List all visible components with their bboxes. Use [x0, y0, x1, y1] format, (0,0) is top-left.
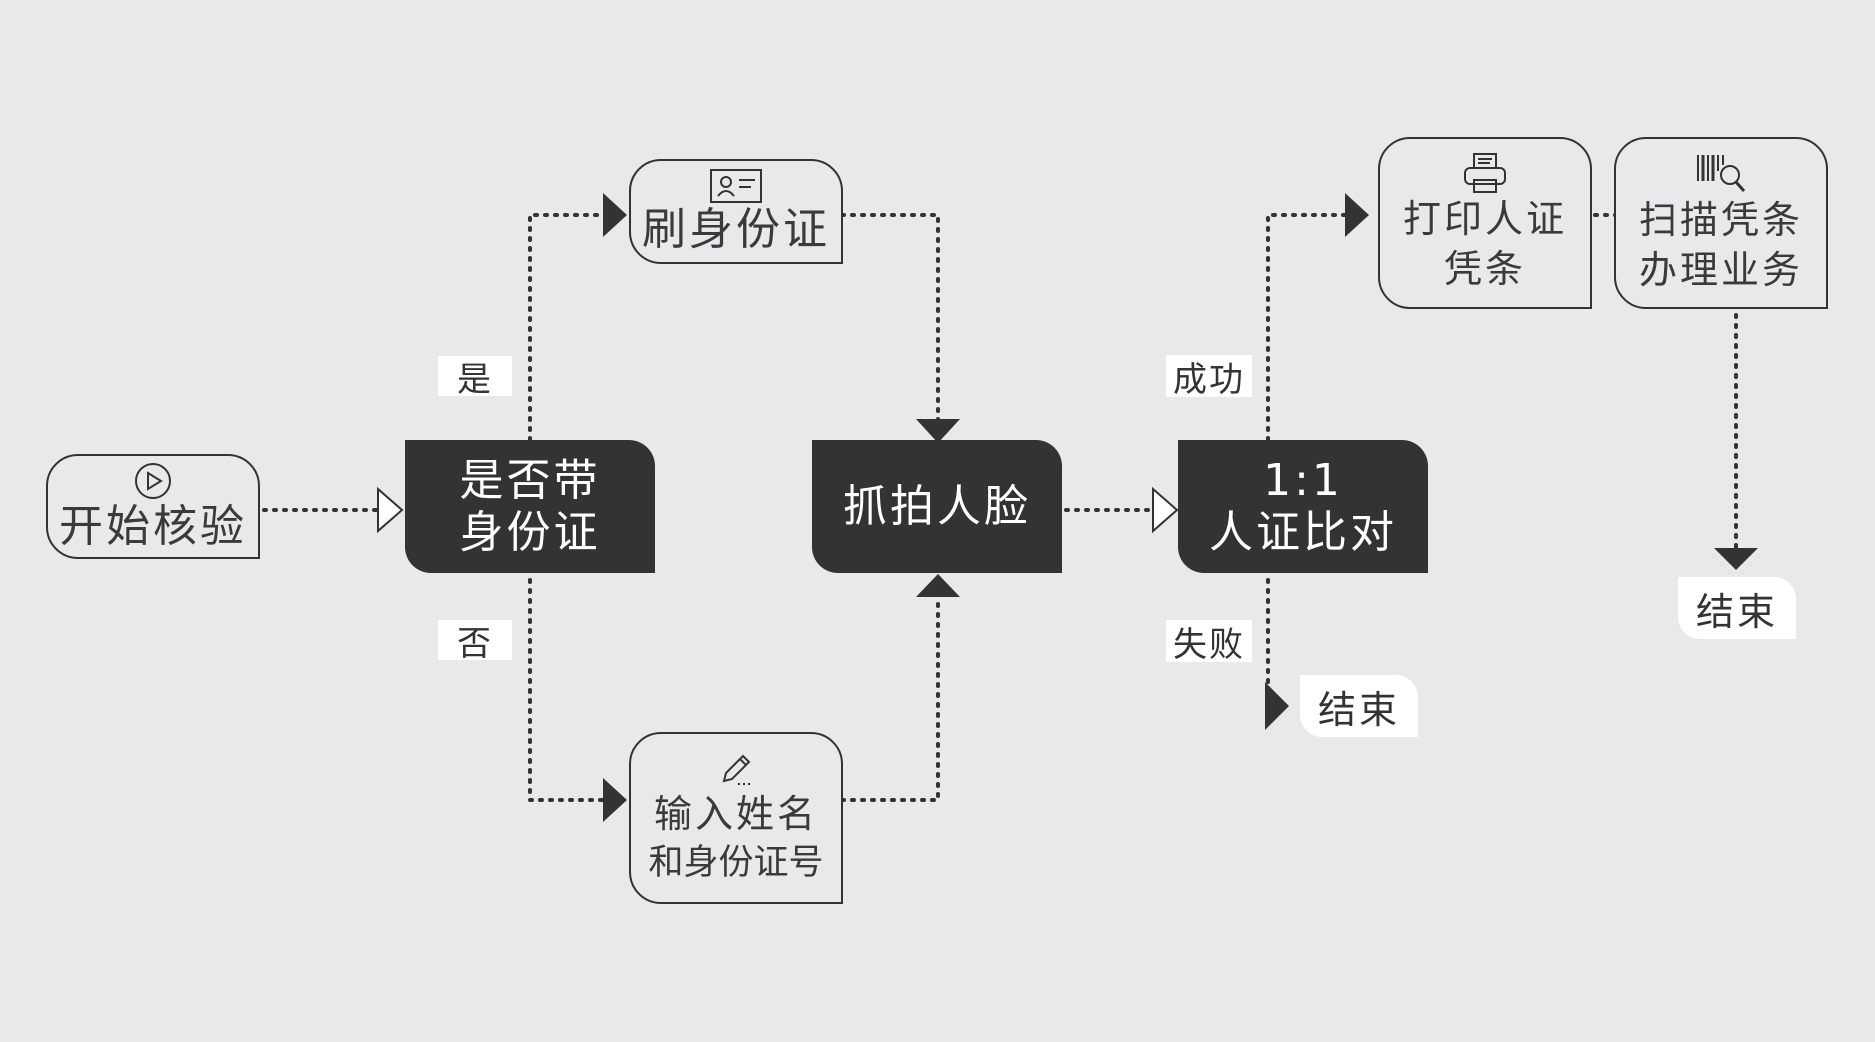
- pencil-icon: [722, 754, 751, 785]
- print-line1: 打印人证: [1402, 197, 1567, 241]
- play-icon: [135, 462, 171, 499]
- compare-line1: 1:1: [1263, 454, 1343, 506]
- end-final-node[interactable]: 结束: [1678, 577, 1796, 639]
- arrowhead-up: [916, 574, 960, 597]
- print-line2: 凭条: [1443, 247, 1526, 291]
- swipe-id-node[interactable]: 刷身份证: [629, 159, 843, 264]
- branch-label-yes: 是: [438, 356, 512, 400]
- connector-swipe-to-capture: [840, 213, 940, 422]
- arrowhead-down: [916, 419, 960, 443]
- scan-node[interactable]: 扫描凭条 办理业务: [1614, 137, 1828, 309]
- connector-compare-to-print: [1266, 213, 1350, 442]
- capture-face-node[interactable]: 抓拍人脸: [812, 440, 1062, 573]
- end-fail-node[interactable]: 结束: [1300, 675, 1418, 737]
- swipe-id-label: 刷身份证: [642, 203, 830, 255]
- arrowhead-right: [603, 778, 627, 822]
- manual-input-line2: 和身份证号: [648, 843, 824, 883]
- decision-line2: 身份证: [459, 506, 601, 558]
- manual-input-node[interactable]: 输入姓名 和身份证号: [629, 732, 843, 904]
- branch-label-success: 成功: [1166, 355, 1252, 400]
- start-node[interactable]: 开始核验: [46, 454, 260, 559]
- scan-line1: 扫描凭条: [1638, 198, 1803, 242]
- arrowhead-right: [603, 193, 627, 237]
- branch-label-no: 否: [438, 620, 512, 664]
- scan-line2: 办理业务: [1638, 248, 1803, 292]
- connector-decision-to-swipe: [528, 213, 606, 442]
- branch-label-fail: 失败: [1166, 620, 1252, 665]
- arrowhead-right: [1265, 682, 1289, 730]
- compare-line2: 人证比对: [1209, 506, 1397, 558]
- id-card-icon: [710, 168, 762, 203]
- print-node[interactable]: 打印人证 凭条: [1378, 137, 1592, 309]
- barcode-scan-icon: [1697, 155, 1746, 192]
- connector-input-to-capture: [840, 595, 940, 802]
- arrowhead-down: [1714, 548, 1758, 570]
- compare-node[interactable]: 1:1 人证比对: [1178, 440, 1428, 573]
- manual-input-line1: 输入姓名: [653, 792, 818, 836]
- connector-decision-to-input: [528, 578, 606, 802]
- decision-line1: 是否带: [459, 454, 601, 506]
- capture-face-label: 抓拍人脸: [843, 480, 1031, 532]
- printer-icon: [1464, 153, 1506, 193]
- decision-has-id[interactable]: 是否带 身份证: [405, 440, 655, 573]
- arrowhead-right: [377, 486, 404, 534]
- arrowhead-right: [1345, 193, 1369, 237]
- start-node-label: 开始核验: [59, 500, 247, 552]
- arrowhead-right: [1152, 486, 1179, 534]
